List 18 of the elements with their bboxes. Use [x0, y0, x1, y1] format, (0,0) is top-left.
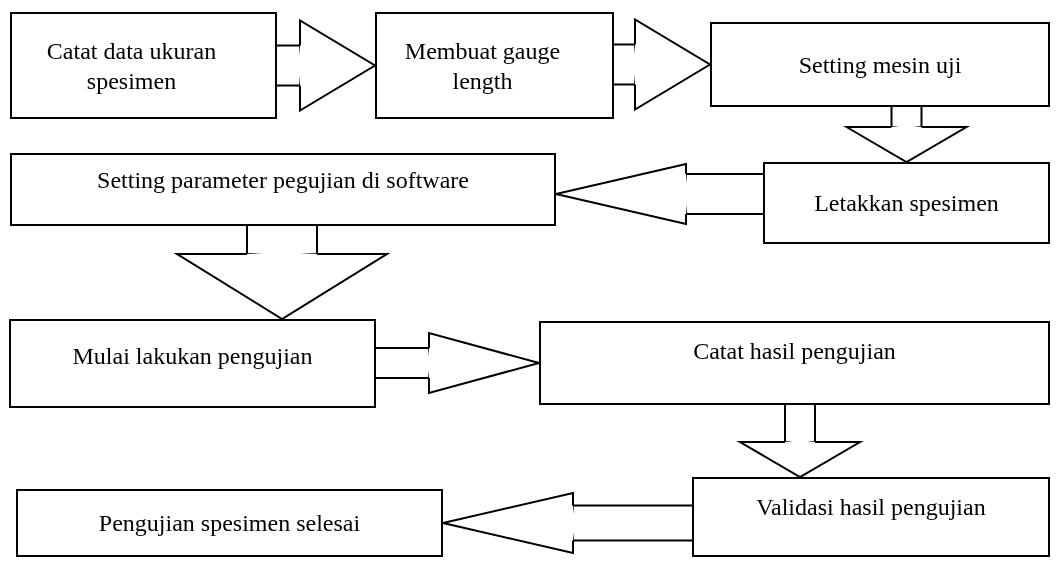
- box-label: Validasi hasil pengujian: [756, 493, 986, 522]
- box-label: Setting parameter pegujian di software: [97, 165, 469, 195]
- box-label: Letakkan spesimen: [814, 189, 999, 218]
- box-label: Pengujian spesimen selesai: [98, 509, 361, 538]
- process-box: [692, 477, 1050, 557]
- process-box: [375, 12, 614, 119]
- process-box: [9, 319, 376, 408]
- box-label: Membuat gauge length: [403, 36, 562, 96]
- box-label: Catat hasil pengujian: [693, 337, 896, 366]
- process-box: [763, 162, 1050, 244]
- box-label: Mulai lakukan pengujian: [72, 341, 313, 371]
- box-label: Setting mesin uji: [798, 50, 962, 80]
- box-label: Catat data ukuran spesimen: [45, 36, 218, 96]
- process-box: [539, 321, 1050, 405]
- process-box: [10, 153, 556, 226]
- process-box: [710, 22, 1050, 107]
- process-box: [10, 12, 277, 119]
- process-box: [16, 489, 443, 557]
